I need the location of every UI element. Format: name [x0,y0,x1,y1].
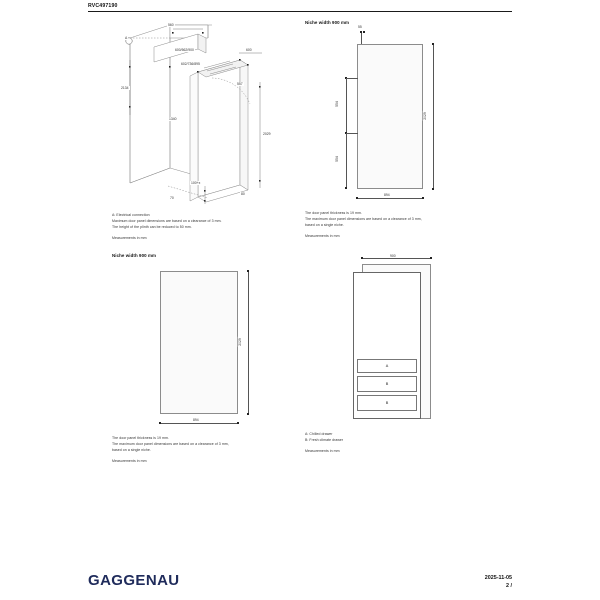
caption-line: The maximum door panel dimensions are ba… [305,217,422,222]
caption-line: The door panel thickness is 19 mm. [112,436,169,440]
dim-height-small: 2134 [120,86,130,90]
dim-foot-left: 70 [169,196,175,200]
header-divider [88,11,512,12]
dim-width-line [357,198,423,199]
page-title: RVC497190 [88,3,118,9]
dim-tick [422,197,425,200]
dim-foot-right: 80 [240,192,246,196]
dim-top-depth: 560 [167,23,175,27]
top-right-caption: The door panel thickness is 19 mm. The m… [305,210,480,240]
dim-width-line [362,258,431,259]
panel-title-niche-width: Niche width 900 mm [112,253,157,258]
dim-width: 894 [383,193,391,197]
dim-tick [247,270,250,273]
dim-depth-small: 557 [236,82,244,86]
legend-line-a: A: Chilled drawer [305,432,333,436]
dim-tick [356,197,359,200]
caption-line: Maximum door panel dimensions are based … [112,219,222,224]
dim-cabinet-width: 900 [389,254,397,258]
dim-tick [247,413,250,416]
caption-line: based on a single niche. [305,223,344,228]
footer-meta: 2025-11-05 2 / [485,574,512,590]
dim-niche-inner: 602/736/895 [180,62,201,66]
document-date: 2025-11-05 [484,575,512,581]
marker-label-a: A [124,36,129,40]
isometric-drawing-panel: 560 600/562/900 602/736/895 600 557 1340… [112,20,282,250]
door-panel-outline [160,271,238,414]
drawer-b-upper: B [357,376,417,392]
drawer-a: A [357,359,417,373]
dim-seg-upper: 554 [334,100,339,108]
drawer-label: B [385,382,389,386]
dim-overall-height: 2029 [422,111,427,121]
dim-tick [363,31,366,34]
dim-height-line [433,44,434,189]
dim-height-main: 1340 [168,117,178,121]
legend-line-b: B: Fresh climate drawer [305,438,344,443]
cabinet-legend: A: Chilled drawer B: Fresh climate drawe… [305,431,480,454]
dim-tick [360,31,363,34]
cabinet-drawers-panel: 900 A B B A: Chilled drawer B: Fresh cli… [305,253,505,483]
drawer-label: B [385,401,389,405]
caption-line: Measurements in mm [305,234,340,239]
caption-line: A: Electrical connection [112,213,150,217]
caption-line: based on a single niche. [112,448,151,453]
dim-width-line [160,423,238,424]
dim-tick [159,422,162,425]
dim-tick [430,257,433,260]
dim-leader [346,78,358,79]
isometric-caption: A: Electrical connection Maximum door pa… [112,212,277,242]
dim-side-depth: 600 [245,48,253,52]
page-number: 2 / [506,583,512,590]
caption-line: The height of the plinth can be reduced … [112,225,192,230]
dim-width: 894 [192,418,200,422]
dim-tick [432,43,435,46]
dim-top-offset: 55 [357,25,363,29]
drawer-label: A [385,364,389,368]
dim-tick [361,257,364,260]
dim-offset-line [361,32,362,44]
caption-line: The door panel thickness is 19 mm. [305,211,362,215]
isometric-installation-diagram [125,24,262,204]
dim-overall-height: 2029 [237,337,242,347]
caption-line: Measurements in mm [112,459,147,464]
panel-title-niche-width: Niche width 900 mm [305,20,350,25]
bottom-left-elevation-panel: Niche width 900 mm 2029 894 The door pan… [112,253,312,483]
dim-tick [237,422,240,425]
caption-line: Measurements in mm [305,449,340,454]
dim-height-right: 2029 [262,132,272,136]
document-header: RVC497190 [88,3,512,12]
drawer-b-lower: B [357,395,417,411]
caption-line: The maximum door panel dimensions are ba… [112,442,229,447]
bottom-left-caption: The door panel thickness is 19 mm. The m… [112,435,287,465]
dim-tick [432,188,435,191]
dim-niche-top: 600/562/900 [174,48,195,52]
dim-tick [345,187,348,190]
dim-leader [346,133,358,134]
dim-plinth: 100+x [190,181,202,185]
dim-seg-lower: 554 [334,155,339,163]
dim-height-line [248,271,249,414]
door-panel-outline [357,44,423,189]
caption-line: Measurements in mm [112,236,147,241]
cabinet-front-face [353,272,421,419]
top-right-elevation-panel: Niche width 900 mm 55 554 554 2029 894 T… [305,20,505,250]
gaggenau-logo: GAGGENAU [88,572,180,589]
